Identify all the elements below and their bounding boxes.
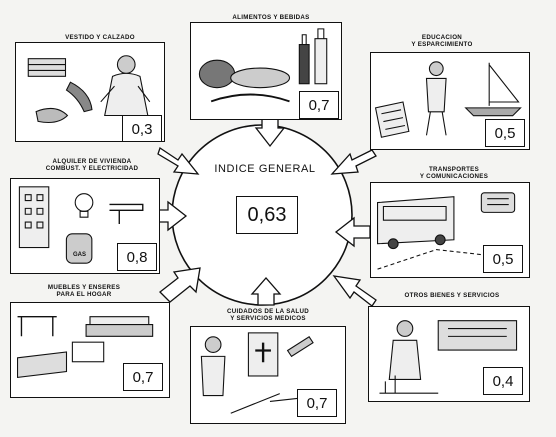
panel-illustration: 0,5 xyxy=(370,52,530,150)
panel-illustration: 0,7 xyxy=(10,302,170,398)
bread-icon xyxy=(210,67,291,103)
lightbulb-icon xyxy=(74,193,94,218)
panel-label: TRANSPORTES Y COMUNICACIONES xyxy=(406,166,502,180)
panel-illustration: 0,7 xyxy=(190,326,346,424)
person-icon xyxy=(100,55,151,117)
index-value-box: 0,7 xyxy=(299,91,339,119)
panel-illustration: 0,7 xyxy=(190,22,342,120)
gas-label: GAS xyxy=(73,252,87,258)
shop-counter-icon xyxy=(437,320,518,351)
panel-label: OTROS BIENES Y SERVICIOS xyxy=(402,292,502,299)
furniture-illustration xyxy=(17,316,154,379)
arrow-salud xyxy=(250,277,282,306)
services-illustration xyxy=(379,320,518,394)
center-title: INDICE GENERAL xyxy=(214,163,316,175)
arrow-otros xyxy=(332,275,377,307)
transport-illustration xyxy=(377,192,525,270)
building-icon xyxy=(18,186,50,249)
index-value-box: 0,4 xyxy=(483,367,523,395)
bus-icon xyxy=(377,196,455,250)
arrow-transportes xyxy=(334,216,371,248)
food-illustration xyxy=(198,28,328,103)
health-illustration xyxy=(200,332,314,414)
panel-label: ALQUILER DE VIVIENDA COMBUST. Y ELECTRIC… xyxy=(40,158,144,172)
shirt-icon xyxy=(27,58,67,77)
panel-label: MUEBLES Y ENSERES PARA EL HOGAR xyxy=(36,284,132,298)
education-illustration xyxy=(374,61,522,138)
clothing-illustration xyxy=(27,55,151,124)
medicine-cabinet-icon xyxy=(247,332,279,377)
shoe-icon xyxy=(35,81,93,124)
syringe-icon xyxy=(286,336,314,358)
panel-illustration: GAS 0,8 xyxy=(10,178,160,274)
sailboat-icon xyxy=(464,62,522,117)
index-value-box: 0,7 xyxy=(297,389,337,417)
panel-label: CUIDADOS DE LA SALUD Y SERVICIOS MEDICOS xyxy=(216,308,320,322)
person-icon xyxy=(388,320,422,380)
arrow-educacion xyxy=(330,149,377,175)
sofa-icon xyxy=(85,316,154,337)
bottle-icon xyxy=(298,28,328,85)
housing-illustration xyxy=(18,186,144,264)
arrow-vestido xyxy=(157,146,200,175)
fruit-icon xyxy=(198,59,236,89)
panel-label: EDUCACION Y ESPARCIMIENTO xyxy=(392,34,492,48)
index-value-box: 0,7 xyxy=(123,363,163,391)
center-value-box: 0,63 xyxy=(236,196,298,234)
panel-illustration: 0,4 xyxy=(368,306,530,402)
panel-label: ALIMENTOS Y BEBIDAS xyxy=(218,14,324,21)
telephone-icon xyxy=(480,192,516,213)
index-value-box: 0,3 xyxy=(122,115,162,141)
index-value-box: 0,5 xyxy=(483,245,523,273)
table-icon xyxy=(17,316,57,337)
arrow-muebles xyxy=(159,267,201,303)
panel-label: VESTIDO Y CALZADO xyxy=(55,34,145,41)
person-icon xyxy=(425,61,447,136)
bed-icon xyxy=(17,341,105,379)
gas-tank-icon xyxy=(65,233,93,264)
index-value-box: 0,8 xyxy=(117,243,157,271)
doctor-icon xyxy=(200,336,226,397)
books-icon xyxy=(374,101,410,138)
panel-illustration: 0,3 xyxy=(15,42,165,142)
panel-illustration: 0,5 xyxy=(370,182,530,278)
index-value-box: 0,5 xyxy=(485,119,525,147)
